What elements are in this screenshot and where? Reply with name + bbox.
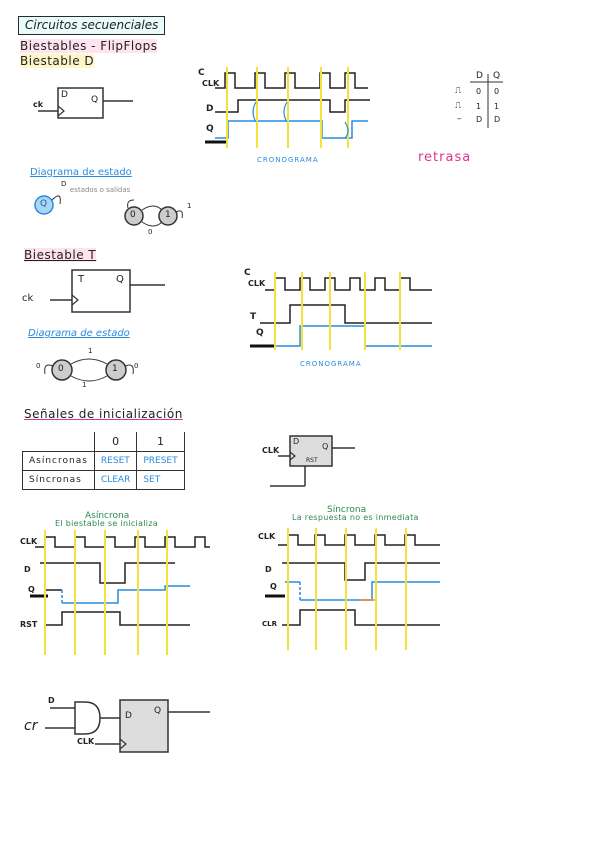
init-cell-preset: PRESET bbox=[136, 451, 185, 471]
d-state-diagram bbox=[34, 195, 183, 227]
async-q-label: Q bbox=[28, 585, 35, 594]
init-cell-reset: RESET bbox=[93, 451, 138, 471]
gate-d-label: D bbox=[48, 696, 55, 705]
section-biestable-t: Biestable T bbox=[24, 248, 97, 262]
transition-1-label: 1 bbox=[187, 202, 192, 210]
t-state-diagram bbox=[44, 358, 134, 382]
truth-row-q: 0 bbox=[494, 87, 500, 96]
truth-row-d: 1 bbox=[476, 102, 482, 111]
gate-ff-d-label: D bbox=[125, 711, 132, 721]
t-output-label: Q bbox=[116, 274, 124, 285]
d-input-label: D bbox=[61, 90, 68, 100]
section-biestable-d: Biestable D bbox=[20, 54, 95, 68]
retrasa-note: retrasa bbox=[418, 150, 472, 165]
d-diagram-d-label: D bbox=[61, 180, 67, 188]
t-loop-0: 0 bbox=[36, 362, 41, 370]
truth-row-clk: ⎍ bbox=[455, 86, 462, 96]
init-col-0: 0 bbox=[93, 432, 138, 452]
t-transition-top: 1 bbox=[88, 347, 93, 355]
t-cronograma-label: CRONOGRAMA bbox=[300, 360, 362, 368]
init-row-name: Asíncronas bbox=[22, 451, 95, 471]
d-output-label: Q bbox=[91, 95, 99, 105]
d-diagram-title: Diagrama de estado bbox=[30, 167, 132, 178]
t-state-0-label: 0 bbox=[58, 364, 64, 374]
truth-row-clk: ⎍ bbox=[455, 101, 462, 111]
transition-0-label: 0 bbox=[148, 228, 153, 236]
gate-cr-label: cr bbox=[24, 718, 38, 734]
t-clk-label: ck bbox=[22, 293, 34, 304]
sync-title: Síncrona bbox=[327, 505, 367, 515]
section-senales: Señales de inicialización bbox=[24, 407, 183, 421]
async-d-label: D bbox=[24, 565, 31, 574]
section-flipflops: Biestables - FlipFlops bbox=[20, 39, 158, 53]
d-truth-table-lines bbox=[470, 74, 503, 128]
t-timing-diagram bbox=[250, 272, 432, 350]
async-rst-label: RST bbox=[20, 620, 38, 629]
rst-ff-q-label: Q bbox=[322, 442, 329, 451]
t-timing-q-label: Q bbox=[256, 328, 264, 338]
t-timing-t-label: T bbox=[250, 312, 257, 322]
truth-row-q: 1 bbox=[494, 102, 500, 111]
t-transition-bottom: 1 bbox=[82, 381, 87, 389]
gate-ff-q-label: Q bbox=[154, 706, 162, 716]
sync-clk-label: CLK bbox=[258, 532, 276, 541]
sync-clr-label: CLR bbox=[262, 620, 277, 628]
t-input-label: T bbox=[78, 274, 85, 285]
rst-ff-clk-label: CLK bbox=[262, 446, 280, 455]
and-gate-flipflop bbox=[45, 699, 210, 753]
truth-row-clk: – bbox=[457, 114, 462, 124]
t-timing-clk-label: CLK bbox=[248, 279, 266, 288]
page-title: Circuitos secuenciales bbox=[18, 16, 166, 35]
async-clk-label: CLK bbox=[20, 537, 38, 546]
state-1-label: 1 bbox=[165, 210, 171, 220]
init-col-1: 1 bbox=[136, 432, 185, 452]
d-cronograma-label: CRONOGRAMA bbox=[257, 156, 319, 164]
sync-timing-diagram bbox=[265, 528, 440, 650]
d-timing-clk-label: CLK bbox=[202, 79, 220, 88]
d-timing-c-label: C bbox=[198, 68, 205, 78]
rst-flipflop-block bbox=[270, 435, 355, 487]
sync-subtitle: La respuesta no es inmediata bbox=[292, 513, 419, 522]
init-cell-clear: CLEAR bbox=[93, 470, 138, 490]
state-0-label: 0 bbox=[130, 210, 136, 220]
d-timing-diagram bbox=[205, 67, 370, 148]
truth-header-q: Q bbox=[493, 71, 501, 81]
rst-ff-d-label: D bbox=[293, 437, 300, 446]
t-flipflop-block bbox=[50, 269, 165, 313]
sync-d-label: D bbox=[265, 565, 272, 574]
init-cell-set: SET bbox=[136, 470, 185, 490]
d-flipflop-block bbox=[38, 87, 133, 119]
truth-row-d: D bbox=[476, 115, 483, 124]
truth-header-d: D bbox=[476, 71, 483, 81]
gate-clk-label: CLK bbox=[77, 737, 95, 746]
async-title: Asíncrona bbox=[85, 511, 130, 521]
truth-row-d: 0 bbox=[476, 87, 482, 96]
t-diagram-title: Diagrama de estado bbox=[28, 328, 130, 339]
estados-salidas-note: estados o salidas bbox=[70, 186, 131, 194]
t-loop-1: 0 bbox=[134, 362, 139, 370]
sync-q-label: Q bbox=[270, 582, 277, 591]
truth-row-q: D bbox=[494, 115, 501, 124]
d-timing-q-label: Q bbox=[206, 124, 214, 134]
init-row-name: Síncronas bbox=[22, 470, 95, 490]
d-clk-label: ck bbox=[33, 100, 44, 109]
t-timing-c-label: C bbox=[244, 268, 251, 278]
rst-ff-rst-label: RST bbox=[306, 457, 318, 464]
t-state-1-label: 1 bbox=[112, 364, 118, 374]
init-signals-table: 0 1 Asíncronas RESET PRESET Síncronas CL… bbox=[22, 432, 185, 490]
async-subtitle: El biestable se inicializa bbox=[55, 519, 159, 528]
d-timing-d-label: D bbox=[206, 104, 214, 114]
async-timing-diagram bbox=[30, 530, 210, 655]
state-q-label: Q bbox=[40, 199, 48, 209]
